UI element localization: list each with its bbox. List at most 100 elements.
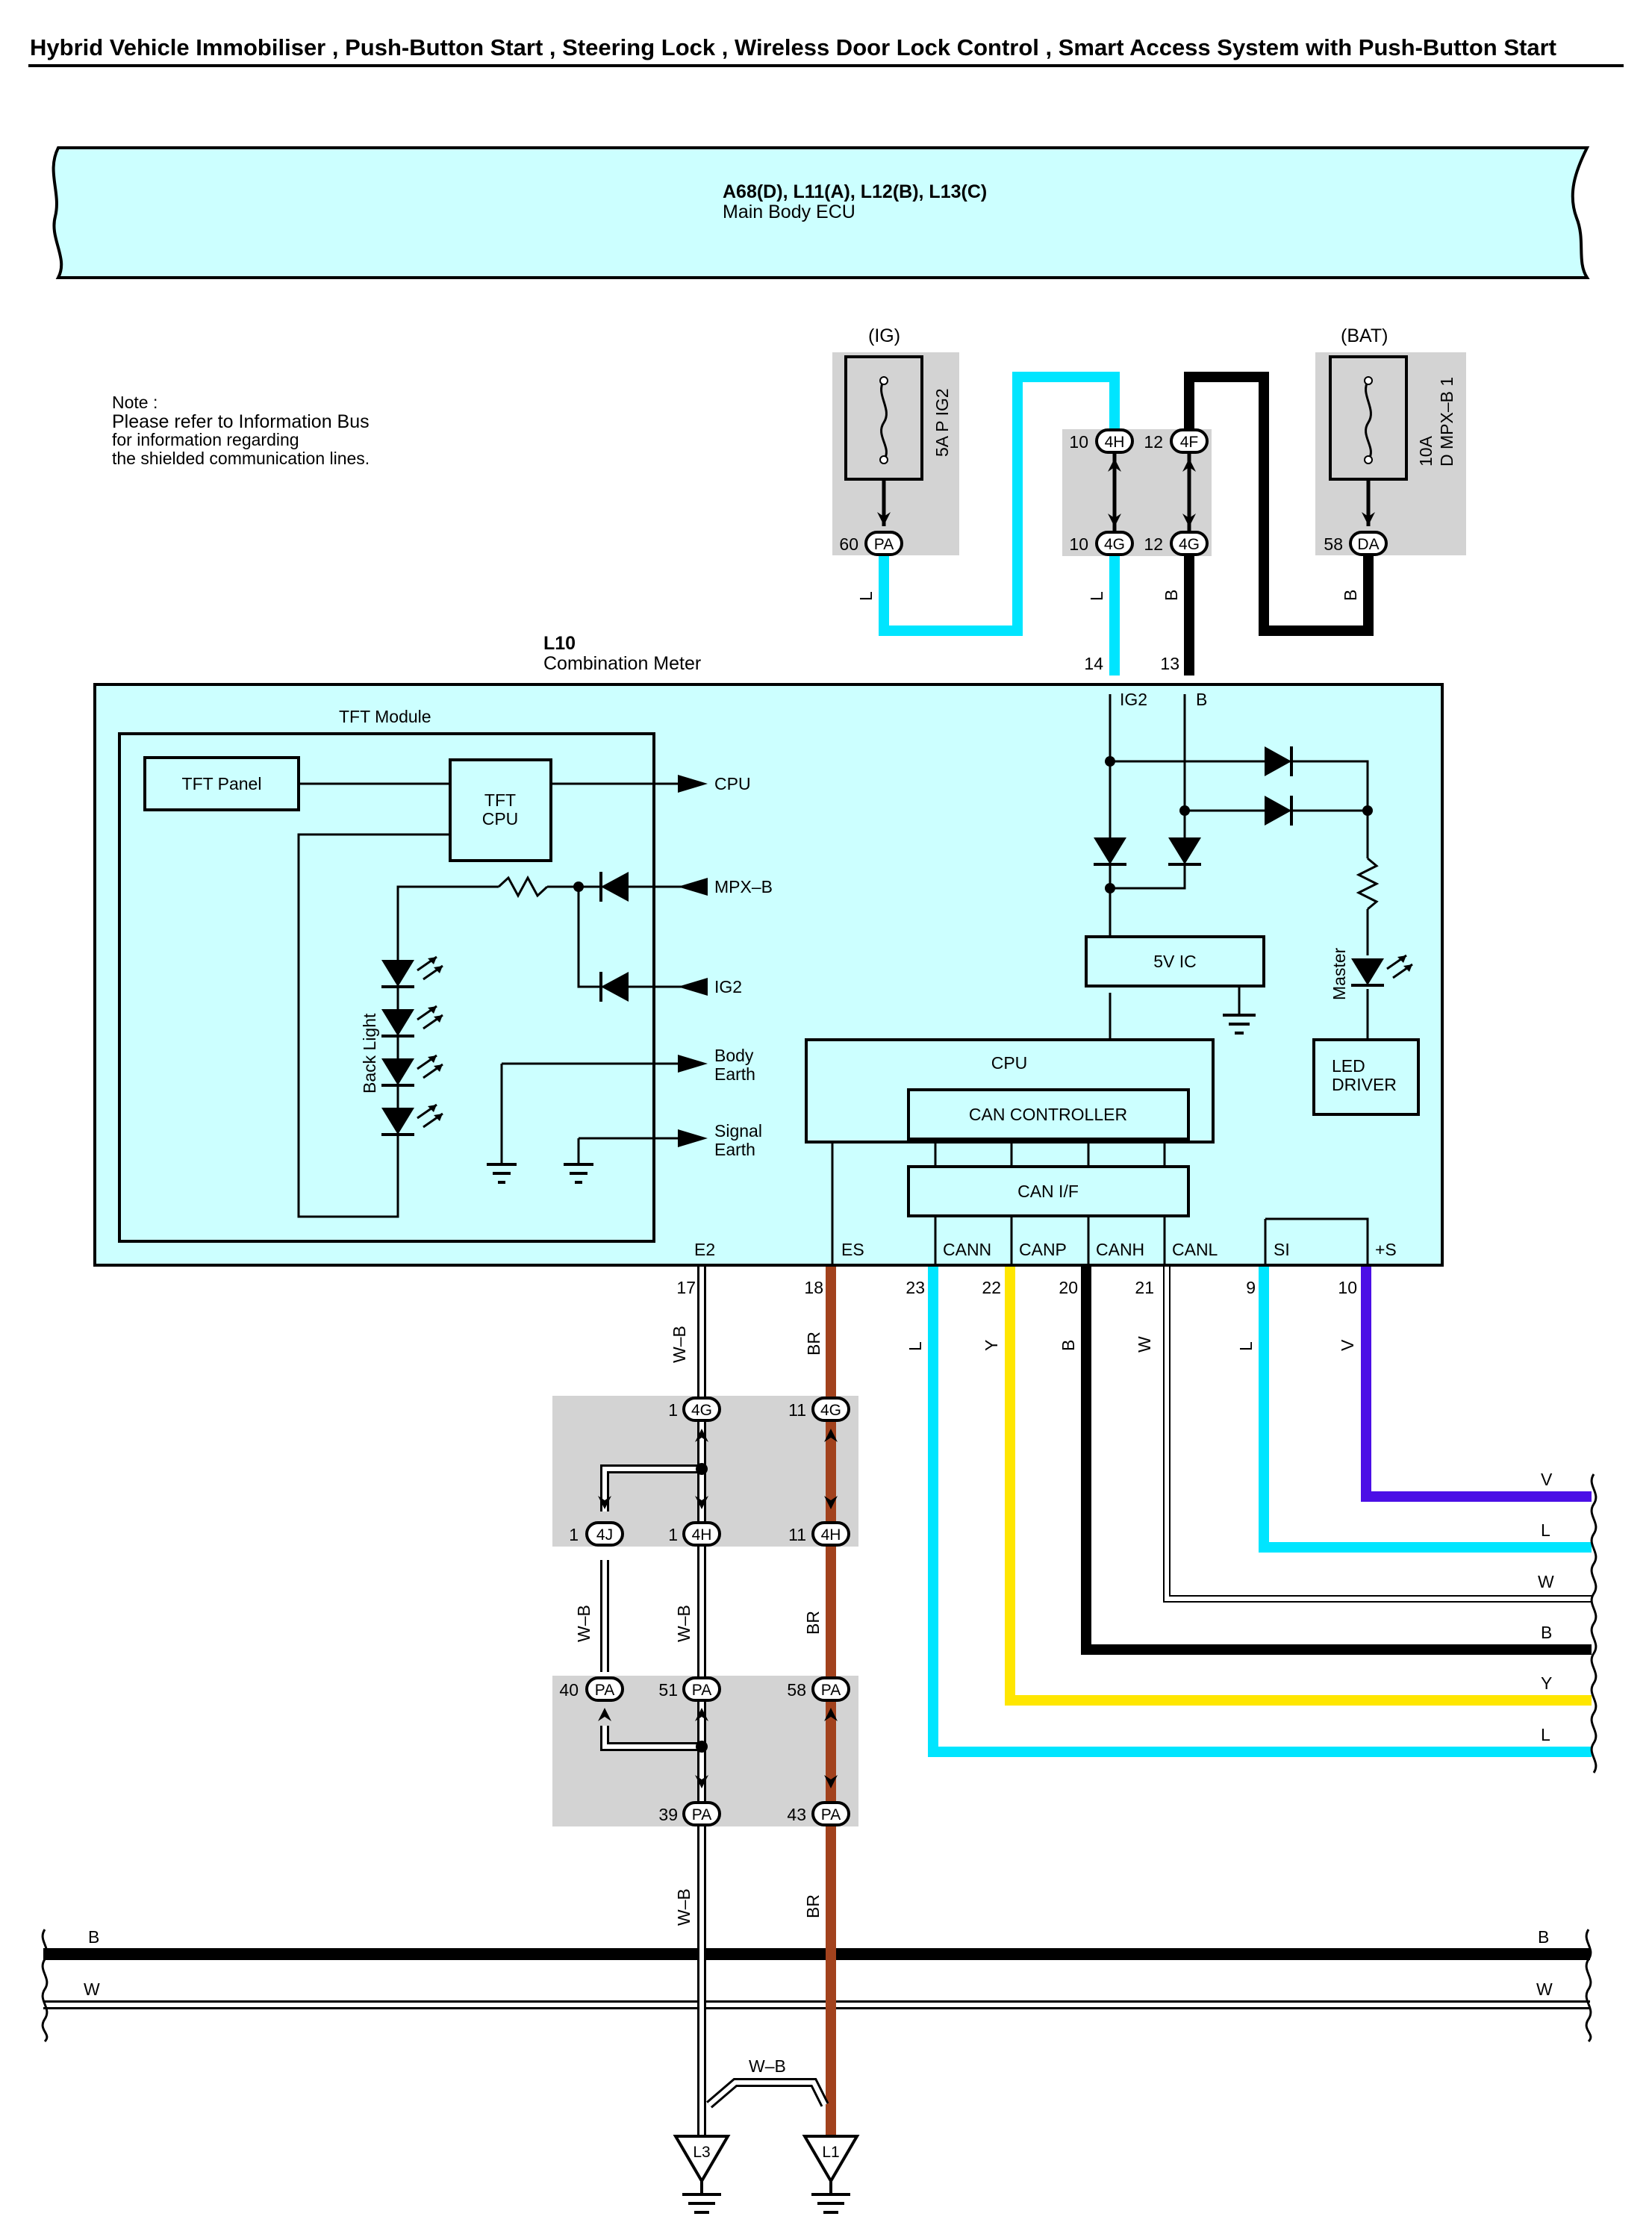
pin-name-plus-s: +S — [1375, 1240, 1397, 1259]
svg-text:4H: 4H — [1105, 434, 1125, 451]
fuse-bat-label-1: 10A — [1416, 435, 1436, 467]
note-line-2: Please refer to Information Bus — [112, 411, 370, 432]
combination-meter-box — [93, 683, 1444, 1267]
conn-4f-12: 4F 12 — [1144, 428, 1209, 454]
back-light-leds — [381, 955, 443, 1136]
svg-text:4G: 4G — [820, 1402, 841, 1419]
svg-text:10: 10 — [1069, 534, 1088, 554]
svg-text:10: 10 — [1069, 432, 1088, 452]
svg-text:1: 1 — [569, 1525, 579, 1544]
led-driver-label-2: DRIVER — [1332, 1075, 1397, 1094]
wire-si-l — [1259, 1267, 1592, 1553]
wire-bat-b — [1184, 372, 1374, 636]
pin-name-canh: CANH — [1096, 1240, 1144, 1259]
led-driver-label-1: LED — [1332, 1056, 1365, 1076]
wire-label-e2: W–B — [670, 1326, 689, 1363]
wire-label-bat: B — [1341, 590, 1360, 601]
pin-name-cann: CANN — [943, 1240, 991, 1259]
svg-text:4H: 4H — [821, 1526, 841, 1544]
tft-panel-label: TFT Panel — [182, 774, 262, 793]
svg-text:4H: 4H — [692, 1526, 712, 1544]
wire-label-low-wb: W–B — [674, 1888, 693, 1926]
wire-label-ig2: L — [1087, 591, 1106, 601]
fuse-box-ig — [832, 352, 959, 555]
svg-text:PA: PA — [692, 1682, 711, 1699]
ground-5v-ic — [1223, 1014, 1256, 1035]
svg-text:PA: PA — [874, 536, 894, 553]
svg-text:L1: L1 — [822, 2144, 839, 2161]
svg-text:11: 11 — [788, 1525, 806, 1544]
diode-ig2 — [599, 972, 629, 1002]
tft-out-mpxb: MPX–B — [714, 877, 773, 896]
conn-4g-12: 4G 12 — [1144, 531, 1209, 556]
tft-cpu-box — [449, 758, 552, 862]
right-wire-break — [1590, 1473, 1598, 1773]
conn-4j-1: 4J 1 — [569, 1521, 624, 1547]
svg-text:PA: PA — [821, 1682, 841, 1699]
wire-label-low-br: BR — [803, 1894, 823, 1918]
main-body-ecu-name: Main Body ECU — [723, 202, 855, 222]
svg-text:12: 12 — [1144, 534, 1163, 554]
wire-label-canl: W — [1135, 1336, 1154, 1353]
master-led — [1351, 954, 1413, 987]
conn-pa-60: PA 60 — [839, 531, 903, 556]
svg-text:43: 43 — [787, 1805, 806, 1824]
svg-text:11: 11 — [788, 1400, 806, 1420]
tft-out-body-earth-1: Body — [714, 1046, 754, 1065]
diagram-title: Hybrid Vehicle Immobiliser , Push-Button… — [30, 34, 1556, 60]
conn-pa-39: PA 39 — [658, 1801, 721, 1826]
wire-canh-b — [1081, 1267, 1592, 1655]
svg-text:39: 39 — [658, 1805, 678, 1824]
tft-cpu-label-2: CPU — [482, 809, 519, 829]
wire-label-4j-wb: W–B — [574, 1605, 593, 1642]
bus-break-left — [41, 1929, 49, 2043]
wire-label-plus-s: V — [1338, 1339, 1357, 1351]
svg-text:40: 40 — [559, 1680, 579, 1700]
pin-num-22: 22 — [982, 1278, 1001, 1297]
svg-text:60: 60 — [839, 534, 858, 554]
fuse-box-bat — [1315, 352, 1466, 555]
bus-break-right — [1585, 1929, 1592, 2043]
wire-label-es: BR — [804, 1332, 823, 1355]
pin-name-canl: CANL — [1172, 1240, 1218, 1259]
meter-id: L10 — [543, 633, 576, 654]
wire-canl-w-inner — [1165, 1267, 1592, 1601]
can-controller-label: CAN CONTROLLER — [969, 1105, 1127, 1124]
pin-num-20: 20 — [1059, 1278, 1078, 1297]
pin-name-canp: CANP — [1019, 1240, 1067, 1259]
wire-label-4h-br: BR — [803, 1611, 823, 1635]
bus-label-w-right: W — [1536, 1979, 1553, 1999]
fuse-ig-element — [880, 380, 888, 461]
conn-pa-40: PA 40 — [559, 1676, 624, 1702]
wire-plus-s-v — [1361, 1267, 1592, 1502]
pin-name-e2: E2 — [694, 1240, 715, 1259]
meter-pin-14: 14 — [1084, 654, 1103, 673]
svg-text:4G: 4G — [691, 1402, 712, 1419]
conn-4h-10: 4H 10 — [1069, 428, 1134, 454]
bus-label-b-right: B — [1538, 1927, 1549, 1947]
ground-body — [487, 1163, 517, 1184]
meter-pin-b: B — [1196, 690, 1207, 709]
tft-out-signal-earth-1: Signal — [714, 1121, 762, 1141]
pin-num-10: 10 — [1338, 1278, 1357, 1297]
conn-4g-10: 4G 10 — [1069, 531, 1134, 556]
right-wire-label-w: W — [1538, 1572, 1554, 1591]
right-wire-label-v: V — [1541, 1470, 1553, 1489]
wire-label-b-top: B — [1162, 590, 1181, 601]
meter-name: Combination Meter — [543, 653, 701, 674]
ground-l3: L3 — [673, 2135, 731, 2214]
shield-wire-wb — [706, 2078, 829, 2109]
ic-5v-box — [1085, 935, 1265, 988]
conn-pa-51: PA 51 — [658, 1676, 721, 1702]
ground-l1: L1 — [802, 2135, 860, 2214]
shield-wire-label: W–B — [749, 2056, 786, 2076]
conn-4h-1: 4H 1 — [668, 1521, 721, 1547]
diode-mpxb — [599, 872, 629, 902]
svg-text:PA: PA — [595, 1682, 614, 1699]
fuse-ig-label: 5A P IG2 — [932, 388, 952, 457]
meter-pin-ig2: IG2 — [1120, 690, 1147, 709]
can-controller-box — [907, 1088, 1190, 1141]
svg-text:4F: 4F — [1180, 434, 1199, 451]
svg-text:4G: 4G — [1104, 536, 1125, 553]
